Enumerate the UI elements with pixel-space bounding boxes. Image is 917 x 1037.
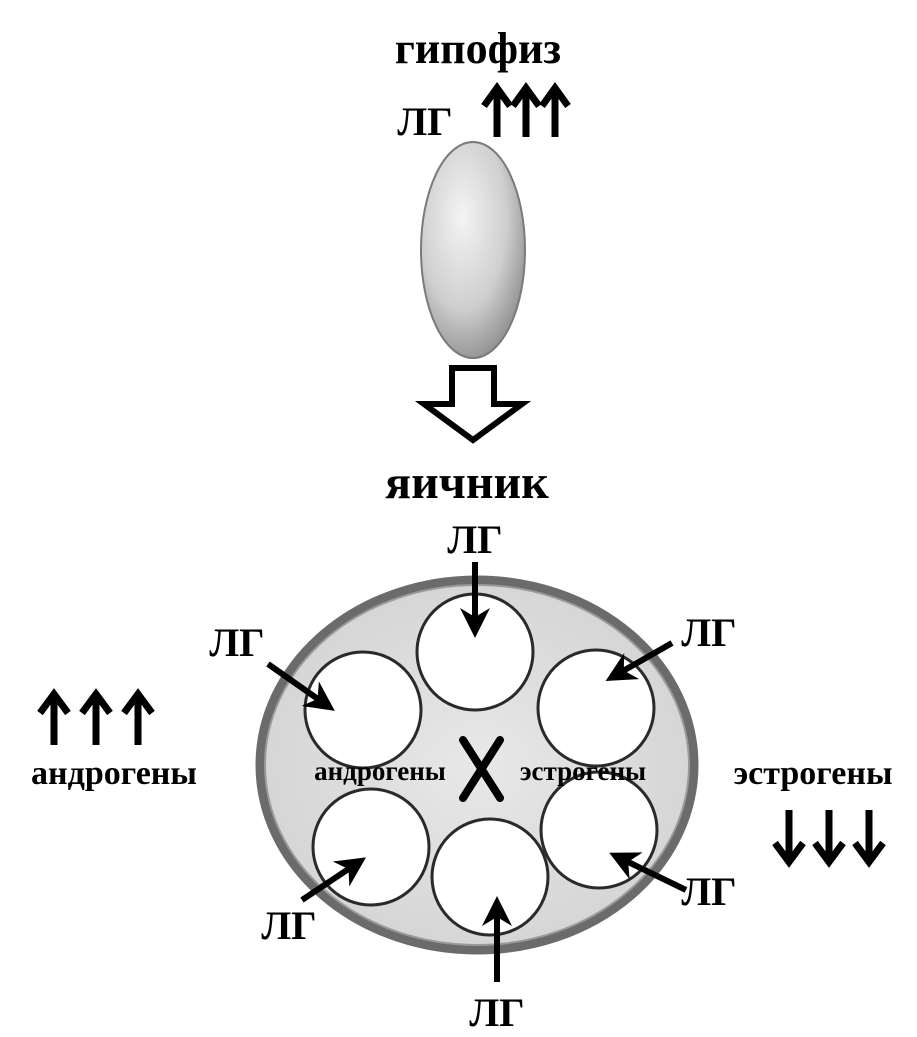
lh-arrow-upper-left xyxy=(266,661,335,711)
lh-label-upper-right: ЛГ xyxy=(681,610,736,655)
pituitary-gland xyxy=(420,141,526,359)
inner-estrogens-label: эстрогены xyxy=(520,756,646,786)
lh-label-top: ЛГ xyxy=(447,517,502,562)
follicle-bottom xyxy=(430,817,550,937)
pituitary-lh-label: ЛГ xyxy=(397,99,452,144)
triple-down-arrow-icon xyxy=(772,810,886,868)
follicle-upper-right xyxy=(536,648,656,768)
lh-increase-icon xyxy=(481,82,571,137)
lh-arrow-upper-right xyxy=(605,640,674,681)
lh-label-lower-right: ЛГ xyxy=(681,869,736,914)
triple-up-arrow-icon xyxy=(37,688,155,745)
lh-label-bottom: ЛГ xyxy=(469,990,524,1035)
lh-arrow-lower-left xyxy=(300,857,366,903)
x-mark-icon xyxy=(459,736,504,802)
inner-androgens-label: андрогены xyxy=(314,756,446,786)
follicle-lower-left xyxy=(311,787,431,907)
lh-label-upper-left: ЛГ xyxy=(209,620,264,665)
hollow-down-arrow xyxy=(414,365,532,444)
lh-label-lower-left: ЛГ xyxy=(261,903,316,948)
follicle-upper-left xyxy=(303,650,423,770)
ovary-title: яичник xyxy=(385,456,549,509)
estrogens-outcome-label: эстрогены xyxy=(733,755,892,792)
lh-arrow-lower-right xyxy=(609,852,688,893)
pituitary-title: гипофиз xyxy=(395,24,561,73)
androgens-outcome-label: андрогены xyxy=(31,755,197,792)
